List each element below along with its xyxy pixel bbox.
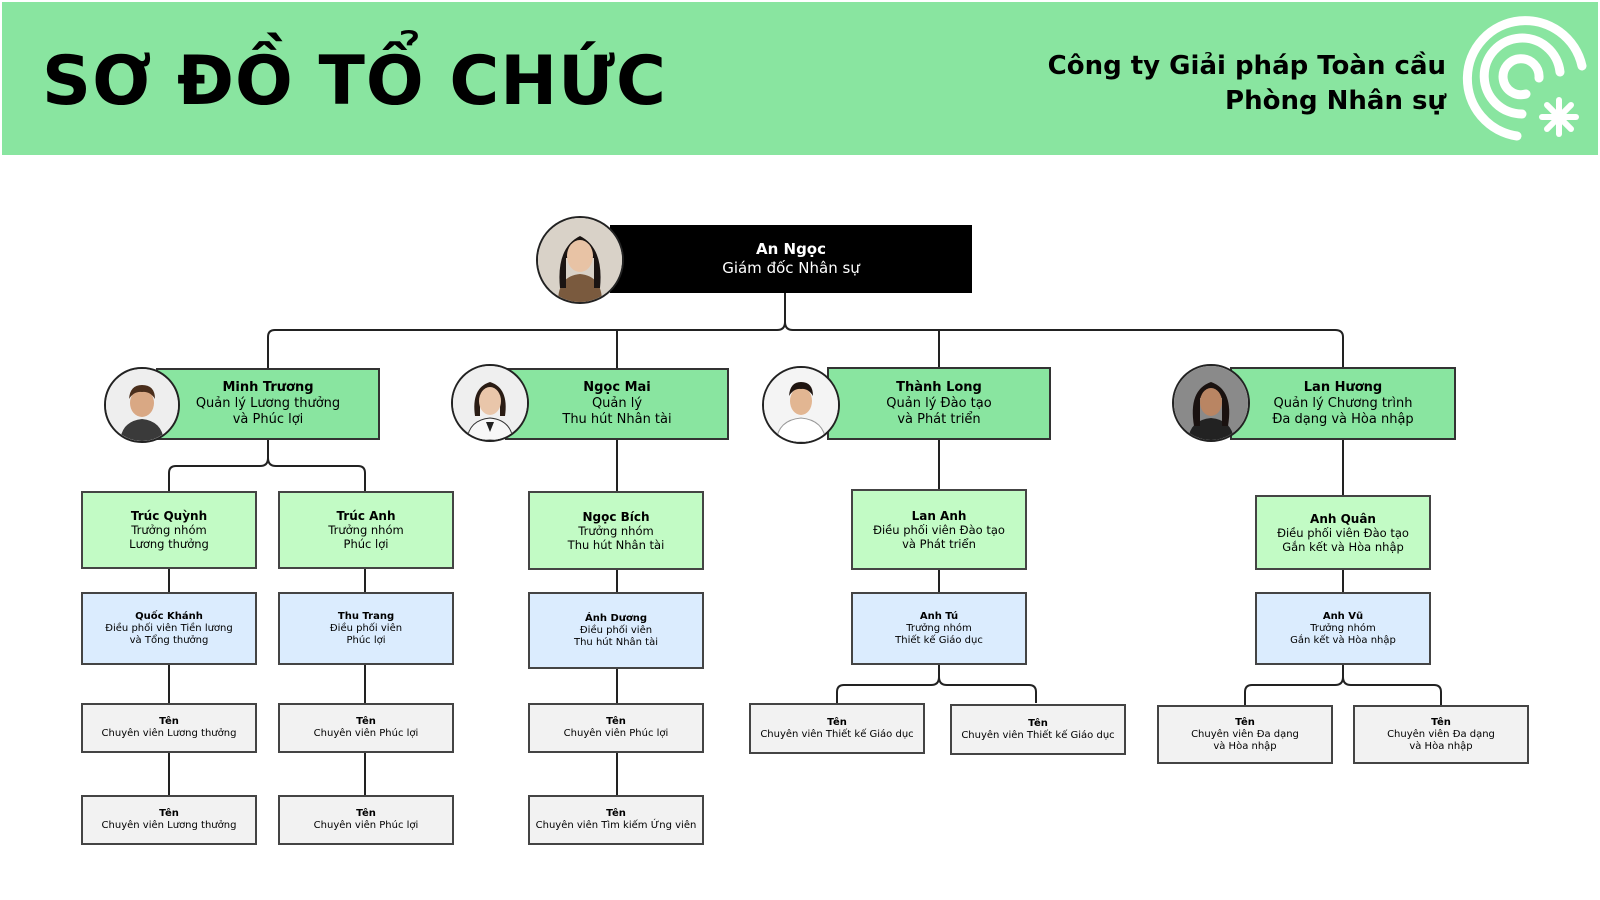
manager-card: Ngọc Mai Quản lý Thu hút Nhân tài: [505, 368, 729, 440]
staff-name: Tên: [1235, 716, 1255, 728]
department-name: Phòng Nhân sự: [1225, 86, 1446, 116]
staff-card: Tên Chuyên viên Thiết kế Giáo dục: [950, 704, 1126, 755]
coordinator-card: Quốc Khánh Điều phối viên Tiền lương và …: [81, 592, 257, 665]
manager-name: Thành Long: [896, 379, 982, 395]
coordinator-role: Điều phối viên Phúc lợi: [329, 622, 403, 646]
manager-avatar: [1172, 364, 1250, 442]
staff-name: Tên: [606, 808, 626, 819]
team-lead-name: Trúc Anh: [336, 509, 396, 523]
staff-role: Chuyên viên Lương thưởng: [101, 820, 237, 831]
manager-card: Thành Long Quản lý Đào tạo và Phát triển: [827, 367, 1051, 440]
team-lead-role: Trưởng nhóm Phúc lợi: [328, 523, 404, 551]
staff-role: Chuyên viên Phúc lợi: [563, 728, 669, 739]
team-lead-card: Trúc Anh Trưởng nhóm Phúc lợi: [278, 491, 454, 569]
team-lead-card: Trúc Quỳnh Trưởng nhóm Lương thưởng: [81, 491, 257, 569]
team-lead-name: Ngọc Bích: [582, 509, 650, 524]
staff-card: Tên Chuyên viên Phúc lợi: [278, 703, 454, 753]
director-card: An Ngọc Giám đốc Nhân sự: [610, 225, 972, 293]
company-info: Công ty Giải pháp Toàn cầu Phòng Nhân sự: [1048, 49, 1446, 119]
staff-role: Chuyên viên Thiết kế Giáo dục: [961, 729, 1115, 741]
manager-name: Lan Hương: [1303, 379, 1383, 395]
director-avatar: [536, 216, 624, 304]
coordinator-card: Ánh Dương Điều phối viên Thu hút Nhân tà…: [528, 592, 704, 669]
staff-role: Chuyên viên Đa dạng và Hòa nhập: [1191, 728, 1299, 752]
team-lead-name: Trúc Quỳnh: [130, 509, 208, 523]
coordinator-role: Điều phối viên Thu hút Nhân tài: [573, 624, 659, 648]
team-lead-card: Ngọc Bích Trưởng nhóm Thu hút Nhân tài: [528, 491, 704, 570]
manager-card: Lan Hương Quản lý Chương trình Đa dạng v…: [1230, 367, 1456, 440]
staff-card: Tên Chuyên viên Đa dạng và Hòa nhập: [1353, 705, 1529, 764]
team-lead-card: Lan Anh Điều phối viên Đào tạo và Phát t…: [851, 489, 1027, 570]
header-banner: SƠ ĐỒ TỔ CHỨC Công ty Giải pháp Toàn cầu…: [2, 2, 1598, 155]
staff-card: Tên Chuyên viên Lương thưởng: [81, 795, 257, 845]
manager-role: Quản lý Đào tạo và Phát triển: [886, 395, 992, 427]
manager-avatar: [451, 364, 529, 442]
staff-role: Chuyên viên Lương thưởng: [101, 728, 237, 739]
staff-role: Chuyên viên Phúc lợi: [313, 820, 419, 831]
coordinator-role: Điều phối viên Tiền lương và Tổng thưởng: [105, 622, 233, 646]
team-lead-role: Điều phối viên Đào tạo và Phát triển: [873, 522, 1005, 551]
staff-card: Tên Chuyên viên Phúc lợi: [528, 703, 704, 753]
coordinator-card: Anh Tú Trưởng nhóm Thiết kế Giáo dục: [851, 592, 1027, 665]
staff-card: Tên Chuyên viên Tìm kiếm Ứng viên: [528, 795, 704, 845]
team-lead-role: Điều phối viên Đào tạo Gắn kết và Hòa nh…: [1277, 525, 1409, 554]
team-lead-card: Anh Quân Điều phối viên Đào tạo Gắn kết …: [1255, 495, 1431, 570]
coordinator-name: Ánh Dương: [584, 612, 648, 624]
manager-role: Quản lý Lương thưởng và Phúc lợi: [195, 396, 341, 427]
coordinator-name: Anh Vũ: [1322, 610, 1364, 622]
coordinator-name: Anh Tú: [919, 610, 959, 622]
staff-name: Tên: [1431, 716, 1451, 728]
team-lead-name: Anh Quân: [1310, 511, 1376, 526]
manager-card: Minh Trương Quản lý Lương thưởng và Phúc…: [156, 368, 380, 440]
coordinator-name: Thu Trang: [337, 610, 395, 622]
staff-name: Tên: [606, 716, 626, 727]
manager-avatar: [762, 366, 840, 444]
staff-name: Tên: [356, 716, 376, 727]
rings-asterisk-logo: [1462, 16, 1587, 141]
manager-role: Quản lý Thu hút Nhân tài: [562, 396, 672, 427]
coordinator-card: Thu Trang Điều phối viên Phúc lợi: [278, 592, 454, 665]
director-name: An Ngọc: [756, 240, 826, 258]
manager-role: Quản lý Chương trình Đa dạng và Hòa nhập: [1272, 395, 1414, 427]
manager-name: Ngọc Mai: [583, 380, 651, 395]
staff-role: Chuyên viên Tìm kiếm Ứng viên: [535, 820, 697, 831]
staff-role: Chuyên viên Đa dạng và Hòa nhập: [1387, 728, 1495, 752]
staff-name: Tên: [159, 716, 179, 727]
staff-name: Tên: [356, 808, 376, 819]
staff-card: Tên Chuyên viên Phúc lợi: [278, 795, 454, 845]
team-lead-name: Lan Anh: [911, 508, 967, 523]
staff-card: Tên Chuyên viên Thiết kế Giáo dục: [749, 703, 925, 754]
staff-name: Tên: [1028, 717, 1048, 729]
manager-avatar: [104, 367, 180, 443]
staff-card: Tên Chuyên viên Đa dạng và Hòa nhập: [1157, 705, 1333, 764]
company-name: Công ty Giải pháp Toàn cầu: [1047, 51, 1446, 81]
staff-card: Tên Chuyên viên Lương thưởng: [81, 703, 257, 753]
team-lead-role: Trưởng nhóm Lương thưởng: [129, 523, 209, 551]
coordinator-name: Quốc Khánh: [135, 610, 203, 622]
director-role: Giám đốc Nhân sự: [722, 259, 860, 277]
coordinator-card: Anh Vũ Trưởng nhóm Gắn kết và Hòa nhập: [1255, 592, 1431, 665]
team-lead-role: Trưởng nhóm Thu hút Nhân tài: [567, 523, 665, 552]
staff-name: Tên: [827, 716, 847, 728]
coordinator-role: Trưởng nhóm Gắn kết và Hòa nhập: [1290, 622, 1396, 646]
staff-role: Chuyên viên Phúc lợi: [313, 728, 419, 739]
staff-name: Tên: [159, 808, 179, 819]
staff-role: Chuyên viên Thiết kế Giáo dục: [760, 728, 914, 740]
coordinator-role: Trưởng nhóm Thiết kế Giáo dục: [895, 622, 983, 646]
page-title: SƠ ĐỒ TỔ CHỨC: [42, 42, 667, 121]
manager-name: Minh Trương: [222, 380, 314, 395]
